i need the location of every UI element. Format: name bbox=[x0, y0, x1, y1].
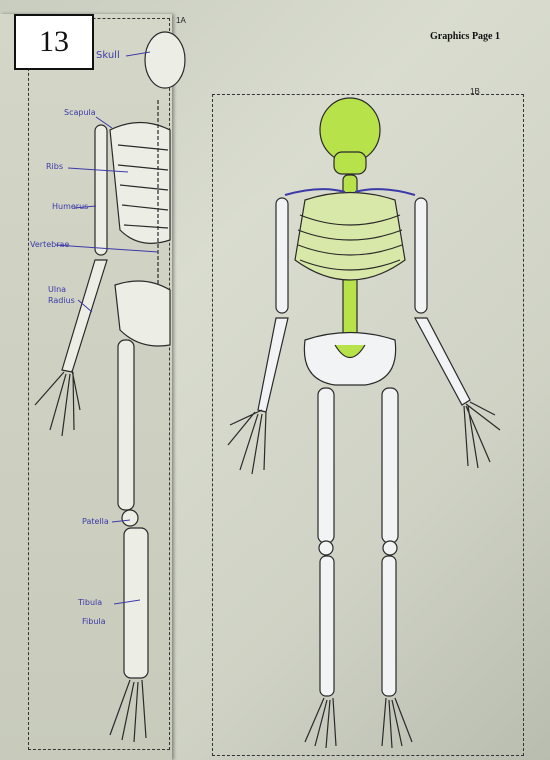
skull-1a bbox=[145, 32, 185, 88]
label-tibia: Tibula bbox=[78, 598, 102, 607]
forearm-1a bbox=[62, 260, 107, 372]
label-vertebrae: Vertebrae bbox=[30, 240, 69, 249]
label-fibula: Fibula bbox=[82, 617, 106, 626]
label-scapula: Scapula bbox=[64, 108, 96, 117]
patella-1a bbox=[122, 510, 138, 526]
page-number-badge: 13 bbox=[14, 14, 94, 70]
label-skull: Skull bbox=[96, 51, 120, 60]
label-humerus: Humerus bbox=[52, 202, 88, 211]
tibia-1a bbox=[124, 528, 148, 678]
label-ulna: Ulna bbox=[48, 285, 66, 294]
hand-1a bbox=[35, 370, 80, 436]
label-radius: Radius bbox=[48, 296, 75, 305]
humerus-1a bbox=[95, 125, 107, 255]
ribcage-1a bbox=[110, 123, 170, 244]
pelvis-1a bbox=[115, 281, 170, 346]
foot-1a bbox=[110, 680, 146, 742]
label-patella: Patella bbox=[82, 517, 109, 526]
femur-1a bbox=[118, 340, 134, 510]
label-ribs: Ribs bbox=[46, 162, 63, 171]
